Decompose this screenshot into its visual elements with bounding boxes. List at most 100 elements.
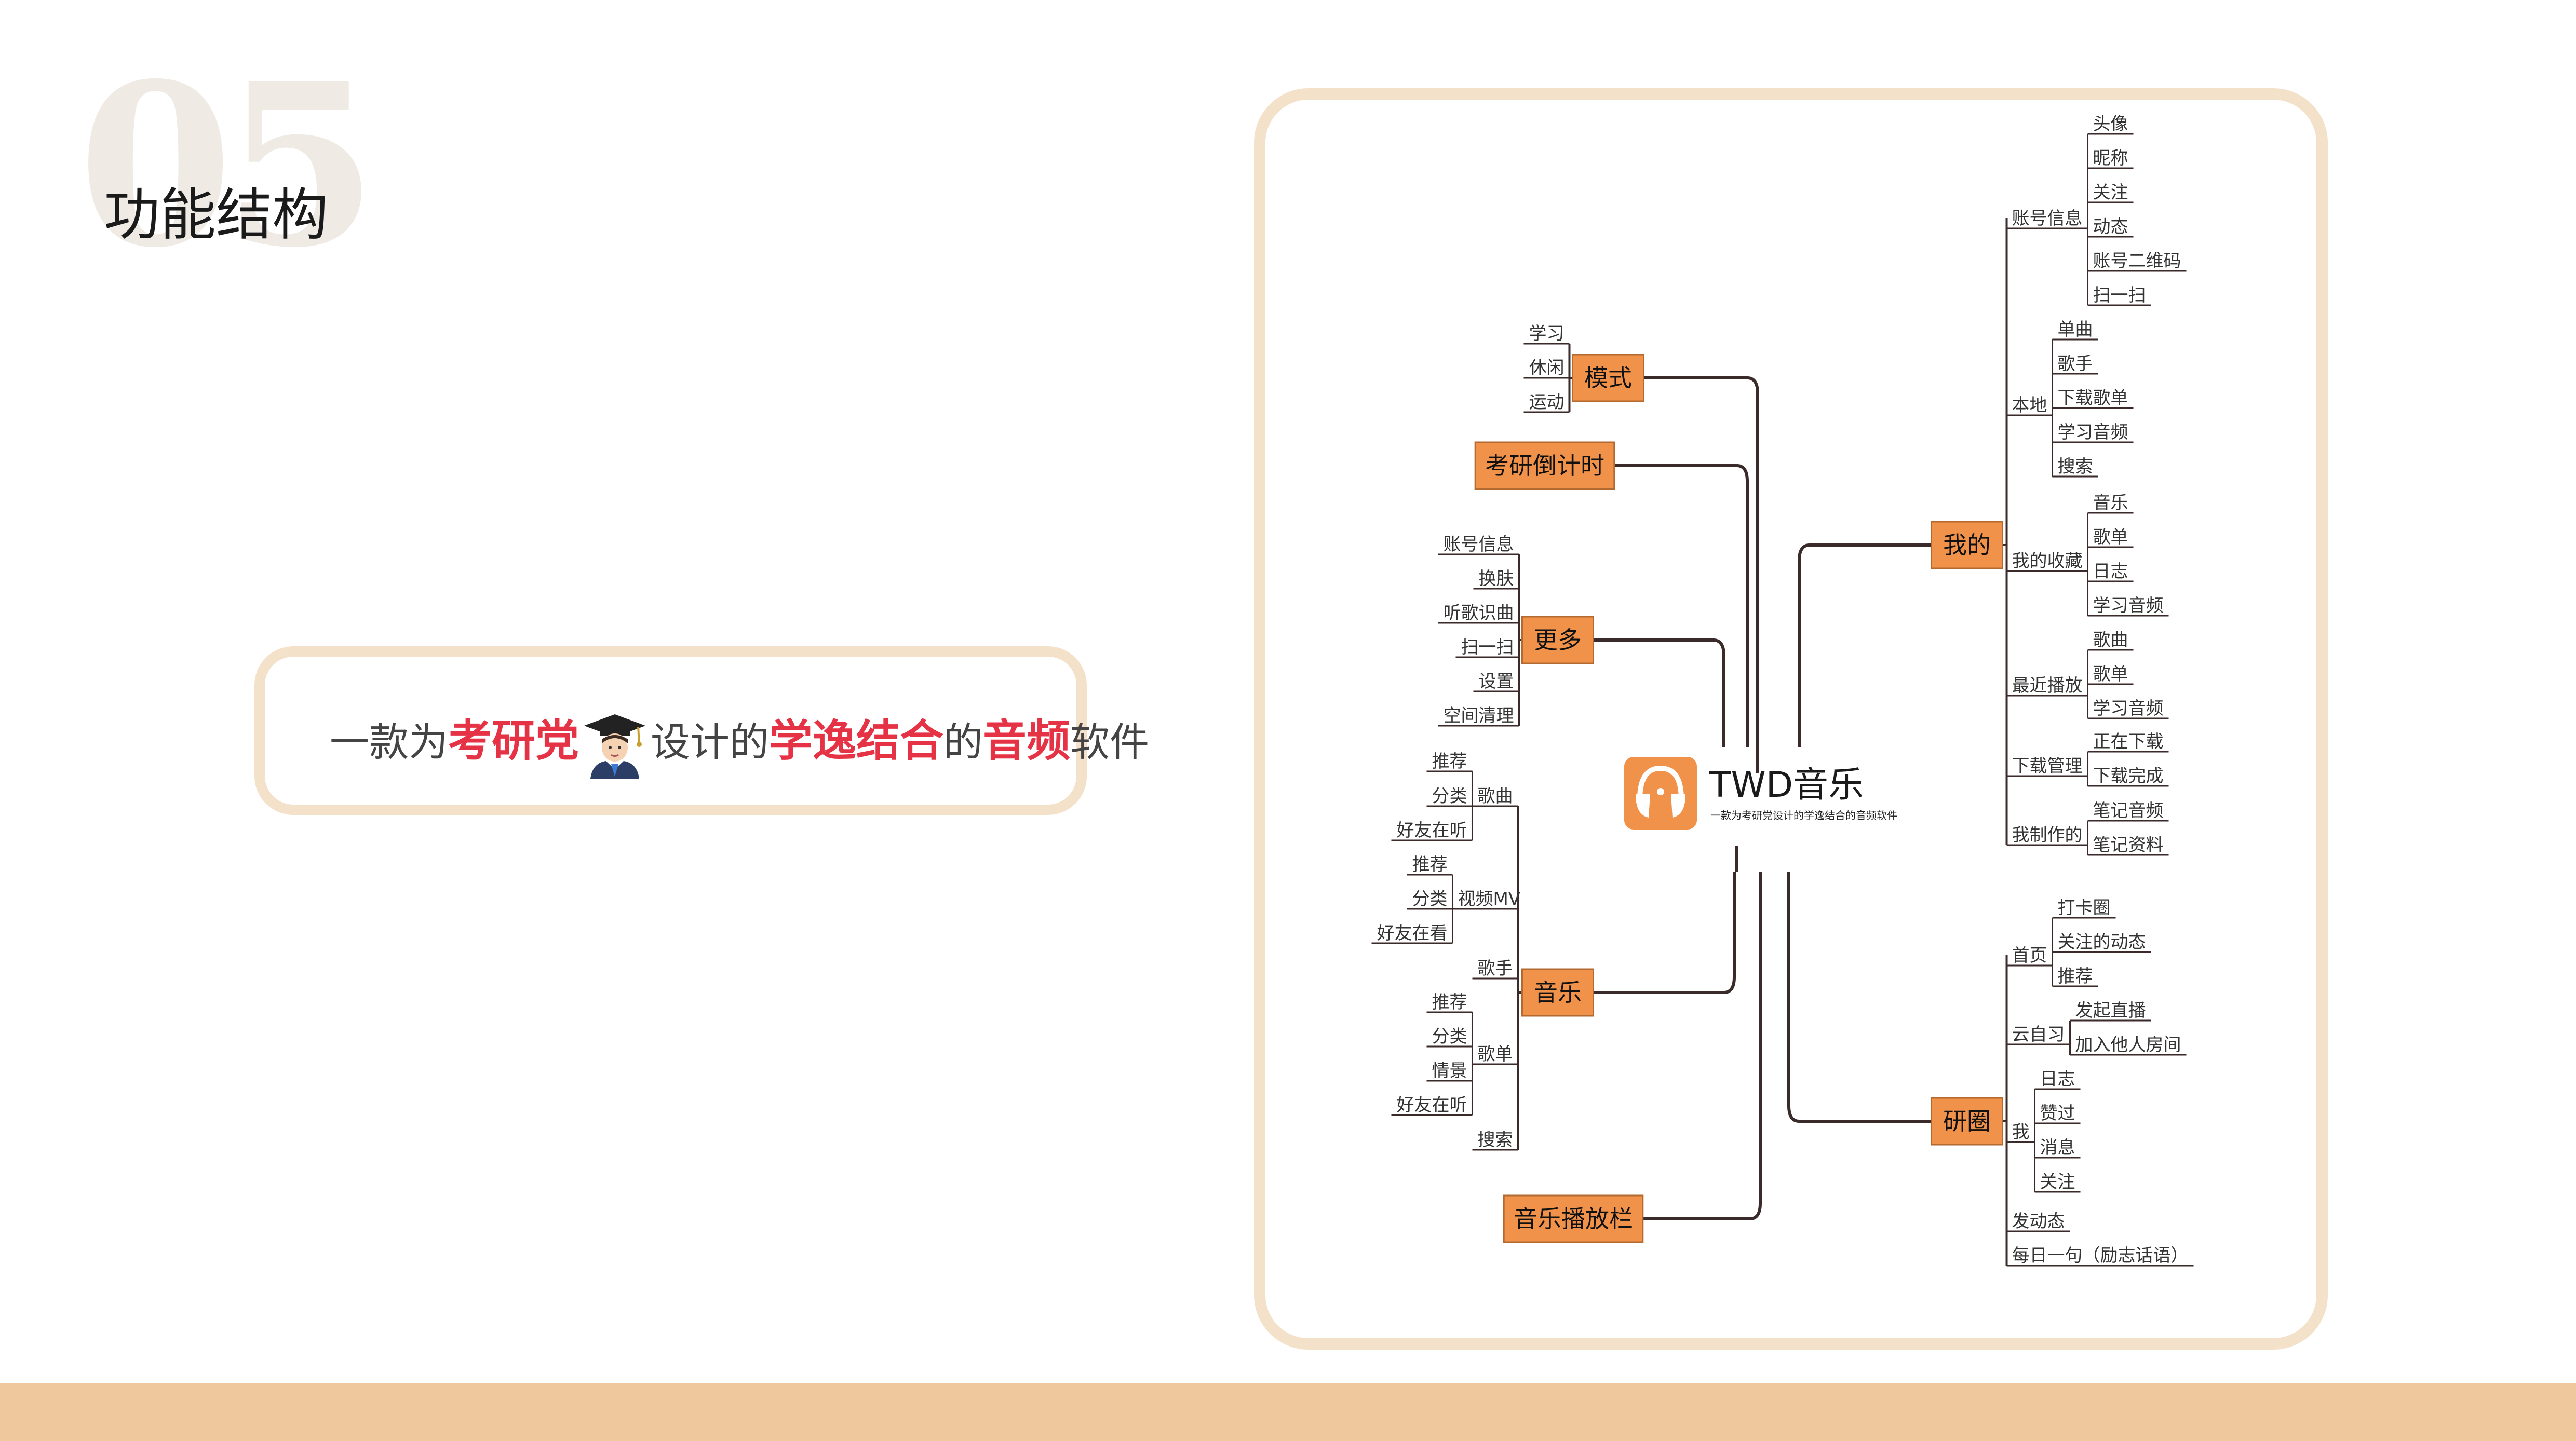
slogan-part: 软件 — [1070, 719, 1150, 765]
sub-branch-label: 本地 — [2012, 395, 2047, 416]
main-branch-node: 研圈 — [1930, 1097, 2004, 1146]
section-title: 功能结构 — [104, 183, 329, 248]
leaf-label: 扫一扫 — [1461, 637, 1514, 658]
leaf-label: 好友在听 — [1396, 1095, 1467, 1116]
main-branch-label: 模式 — [1584, 364, 1632, 392]
leaf-label: 设置 — [1478, 671, 1514, 692]
leaf-label: 推荐 — [2058, 966, 2093, 987]
main-branch-line — [1643, 376, 1759, 747]
leaf-label: 动态 — [2093, 216, 2128, 237]
main-branch-line — [1593, 872, 1736, 994]
leaf-label: 听歌识曲 — [1443, 603, 1514, 623]
leaf-label: 学习音频 — [2093, 595, 2164, 616]
leaf-label: 推荐 — [1412, 854, 1447, 875]
leaf-label: 学习 — [1529, 323, 1564, 344]
leaf-label: 关注 — [2093, 182, 2128, 203]
main-branch-label: 我的 — [1943, 531, 1991, 559]
leaf-label: 歌手 — [2058, 354, 2093, 374]
sub-branch-label: 云自习 — [2012, 1024, 2065, 1045]
sub-branch-label: 我的收藏 — [2012, 551, 2083, 572]
sub-branch-label: 发动态 — [2012, 1211, 2065, 1232]
main-branch-line — [1593, 638, 1725, 747]
main-branch-node: 更多 — [1521, 616, 1595, 664]
leaf-label: 账号二维码 — [2093, 251, 2181, 271]
main-branch-line — [1798, 543, 1932, 747]
leaf-label: 关注的动态 — [2058, 932, 2146, 953]
leaf-label: 搜索 — [2058, 456, 2093, 477]
slogan-highlight: 音频 — [983, 715, 1071, 766]
main-branch-label: 音乐播放栏 — [1514, 1205, 1633, 1233]
sub-branch-label: 账号信息 — [2012, 208, 2083, 229]
leaf-label: 分类 — [1432, 786, 1467, 807]
leaf-label: 运动 — [1529, 392, 1564, 413]
main-branch-line — [1642, 872, 1762, 1220]
sub-branch-label: 我 — [2012, 1122, 2030, 1143]
leaf-label: 笔记音频 — [2093, 800, 2164, 821]
slogan-highlight: 学逸结合 — [769, 715, 944, 766]
leaf-label: 笔记资料 — [2093, 835, 2164, 855]
leaf-label: 下载完成 — [2093, 766, 2164, 786]
leaf-label: 关注 — [2040, 1172, 2075, 1192]
slogan-text: 一款为考研党 设计的学逸结合的音频软件 — [330, 706, 1149, 779]
sub-branch-label: 我制作的 — [2012, 825, 2083, 846]
main-branch-node: 模式 — [1571, 354, 1645, 402]
leaf-label: 分类 — [1432, 1026, 1467, 1047]
slogan-highlight: 考研党 — [448, 715, 579, 766]
leaf-label: 账号信息 — [1443, 534, 1514, 555]
leaf-label: 发起直播 — [2075, 1000, 2146, 1021]
sub-branch-label: 首页 — [2012, 945, 2047, 966]
main-branch-line — [1614, 464, 1749, 747]
sub-branch-label: 搜索 — [1477, 1130, 1513, 1150]
leaf-label: 昵称 — [2093, 148, 2128, 169]
leaf-label: 消息 — [2040, 1137, 2075, 1158]
leaf-label: 日志 — [2093, 561, 2128, 582]
main-branch-label: 更多 — [1534, 626, 1582, 654]
leaf-label: 休闲 — [1529, 358, 1564, 378]
leaf-label: 单曲 — [2058, 319, 2093, 340]
main-branch-label: 研圈 — [1943, 1107, 1991, 1135]
slogan-part: 设计的 — [651, 719, 770, 765]
leaf-label: 音乐 — [2093, 493, 2128, 513]
leaf-label: 扫一扫 — [2093, 285, 2146, 306]
center-title: TWD音乐 — [1709, 765, 1864, 806]
leaf-label: 歌单 — [2093, 527, 2128, 548]
slogan-part: 一款为 — [330, 719, 448, 765]
twd-headphones-logo-icon — [1624, 757, 1697, 830]
main-branch-node: 音乐播放栏 — [1503, 1194, 1644, 1243]
leaf-label: 正在下载 — [2093, 731, 2164, 752]
sub-branch-label: 歌手 — [1477, 958, 1513, 979]
leaf-label: 打卡圈 — [2058, 898, 2111, 918]
leaf-label: 空间清理 — [1443, 705, 1514, 726]
main-branch-label: 音乐 — [1534, 978, 1582, 1007]
leaf-label: 日志 — [2040, 1069, 2075, 1090]
main-branch-node: 我的 — [1930, 521, 2004, 569]
section-number: 05 — [78, 35, 378, 297]
leaf-label: 学习音频 — [2058, 422, 2128, 443]
graduate-cap-icon — [581, 711, 649, 779]
center-node: TWD音乐 一款为考研党设计的学逸结合的音频软件 — [1624, 757, 1897, 830]
main-branch-node: 音乐 — [1521, 968, 1595, 1017]
sub-branch-label: 视频MV — [1458, 889, 1520, 909]
main-branch-line — [1787, 872, 1932, 1123]
bottom-bar — [0, 1383, 2576, 1441]
sub-branch-label: 最近播放 — [2012, 675, 2083, 696]
main-branch-node: 考研倒计时 — [1474, 441, 1615, 490]
slogan-card: 一款为考研党 设计的学逸结合的音频软件 — [254, 646, 1149, 815]
slogan-part: 的 — [943, 719, 983, 765]
leaf-label: 下载歌单 — [2058, 388, 2128, 409]
leaf-label: 好友在看 — [1377, 923, 1447, 944]
sub-branch-label: 歌单 — [1477, 1044, 1513, 1065]
main-branch-label: 考研倒计时 — [1485, 452, 1604, 480]
leaf-label: 情景 — [1432, 1061, 1467, 1081]
leaf-label: 学习音频 — [2093, 698, 2164, 719]
sub-branch-label: 下载管理 — [2012, 756, 2083, 777]
leaf-label: 赞过 — [2040, 1103, 2075, 1124]
sub-branch-label: 每日一句（励志话语） — [2012, 1245, 2189, 1266]
sub-branch-label: 歌曲 — [1477, 786, 1513, 807]
leaf-label: 歌曲 — [2093, 630, 2128, 650]
leaf-label: 推荐 — [1432, 992, 1467, 1013]
center-subtitle: 一款为考研党设计的学逸结合的音频软件 — [1710, 809, 1897, 822]
leaf-label: 加入他人房间 — [2075, 1035, 2181, 1055]
leaf-label: 好友在听 — [1396, 820, 1467, 841]
